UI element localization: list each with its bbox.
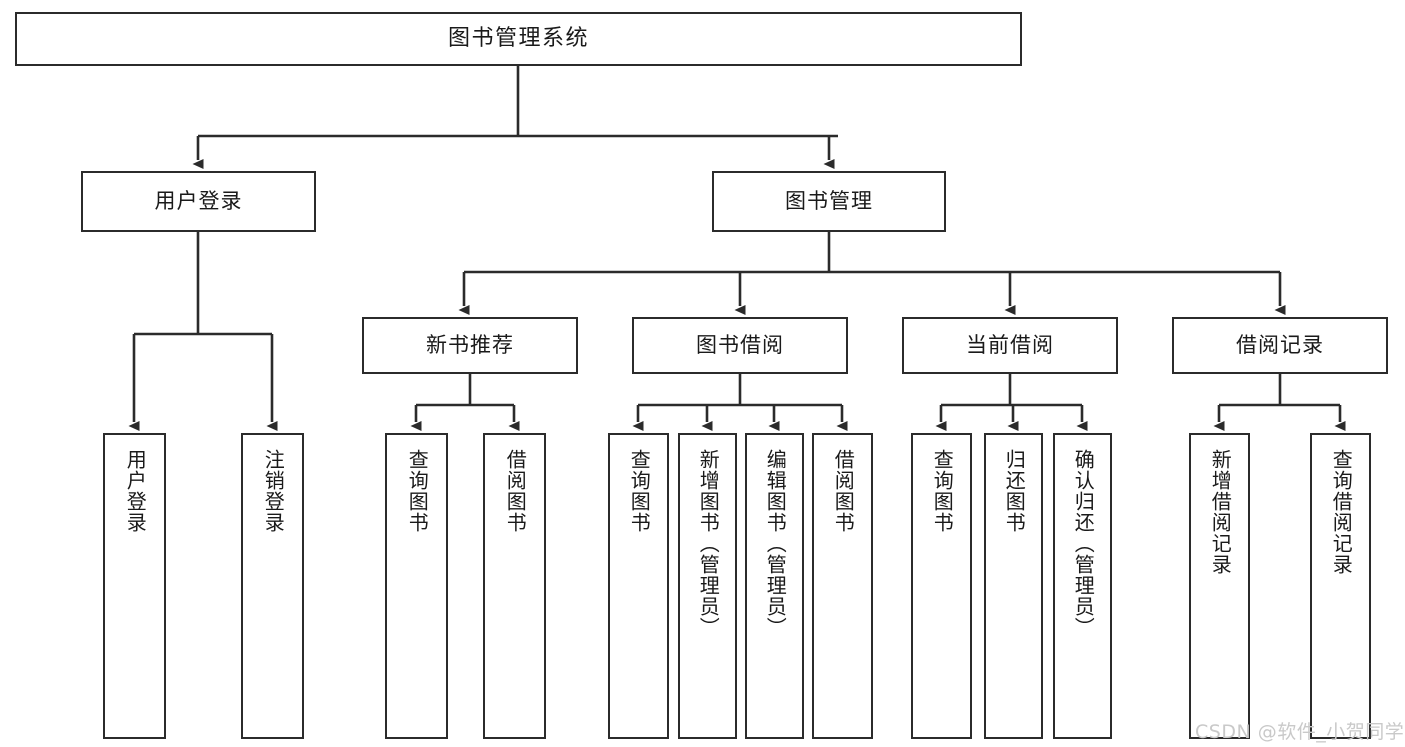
node-level2-book-borrow[interactable]: 图书借阅	[632, 317, 848, 374]
leaf-node-label: 借阅图书	[503, 449, 528, 533]
node-level2-current-borrow-label: 当前借阅	[966, 332, 1054, 357]
leaf-node-label: 查询图书	[627, 449, 652, 533]
leaf-node-label: 确认归还（管理员）	[1071, 449, 1096, 638]
node-level2-borrow-records-label: 借阅记录	[1236, 332, 1324, 357]
leaf-node-label: 新增图书（管理员）	[696, 449, 721, 638]
leaf-node-label: 借阅图书	[831, 449, 856, 533]
leaf-node[interactable]: 用户登录	[103, 433, 166, 739]
leaf-node-label: 查询图书	[930, 449, 955, 533]
leaf-node[interactable]: 查询借阅记录	[1310, 433, 1371, 739]
leaf-node[interactable]: 归还图书	[984, 433, 1043, 739]
leaf-node[interactable]: 借阅图书	[483, 433, 546, 739]
leaf-node-label: 新增借阅记录	[1208, 449, 1233, 575]
node-level1-book-management-label: 图书管理	[785, 188, 873, 213]
node-level1-user-login[interactable]: 用户登录	[81, 171, 316, 232]
leaf-node-label: 查询借阅记录	[1329, 449, 1354, 575]
node-level2-new-book-recommend-label: 新书推荐	[426, 332, 514, 357]
leaf-node[interactable]: 查询图书	[608, 433, 669, 739]
leaf-node[interactable]: 注销登录	[241, 433, 304, 739]
csdn-watermark: CSDN @软件_小贺同学	[1195, 721, 1405, 743]
leaf-node[interactable]: 新增借阅记录	[1189, 433, 1250, 739]
leaf-node[interactable]: 编辑图书（管理员）	[745, 433, 804, 739]
node-level1-book-management[interactable]: 图书管理	[712, 171, 946, 232]
node-root[interactable]: 图书管理系统	[15, 12, 1022, 66]
leaf-node-label: 归还图书	[1002, 449, 1027, 533]
leaf-node[interactable]: 查询图书	[385, 433, 448, 739]
node-level1-user-login-label: 用户登录	[154, 188, 243, 213]
leaf-node[interactable]: 新增图书（管理员）	[678, 433, 737, 739]
leaf-node[interactable]: 借阅图书	[812, 433, 873, 739]
leaf-node-label: 注销登录	[261, 449, 286, 533]
node-level2-new-book-recommend[interactable]: 新书推荐	[362, 317, 578, 374]
leaf-node[interactable]: 确认归还（管理员）	[1053, 433, 1112, 739]
node-level2-book-borrow-label: 图书借阅	[696, 332, 784, 357]
node-level2-current-borrow[interactable]: 当前借阅	[902, 317, 1118, 374]
leaf-node-label: 用户登录	[123, 449, 148, 533]
node-level2-borrow-records[interactable]: 借阅记录	[1172, 317, 1388, 374]
leaf-node[interactable]: 查询图书	[911, 433, 972, 739]
leaf-node-label: 编辑图书（管理员）	[763, 449, 788, 638]
node-root-label: 图书管理系统	[447, 25, 589, 51]
leaf-node-label: 查询图书	[405, 449, 430, 533]
